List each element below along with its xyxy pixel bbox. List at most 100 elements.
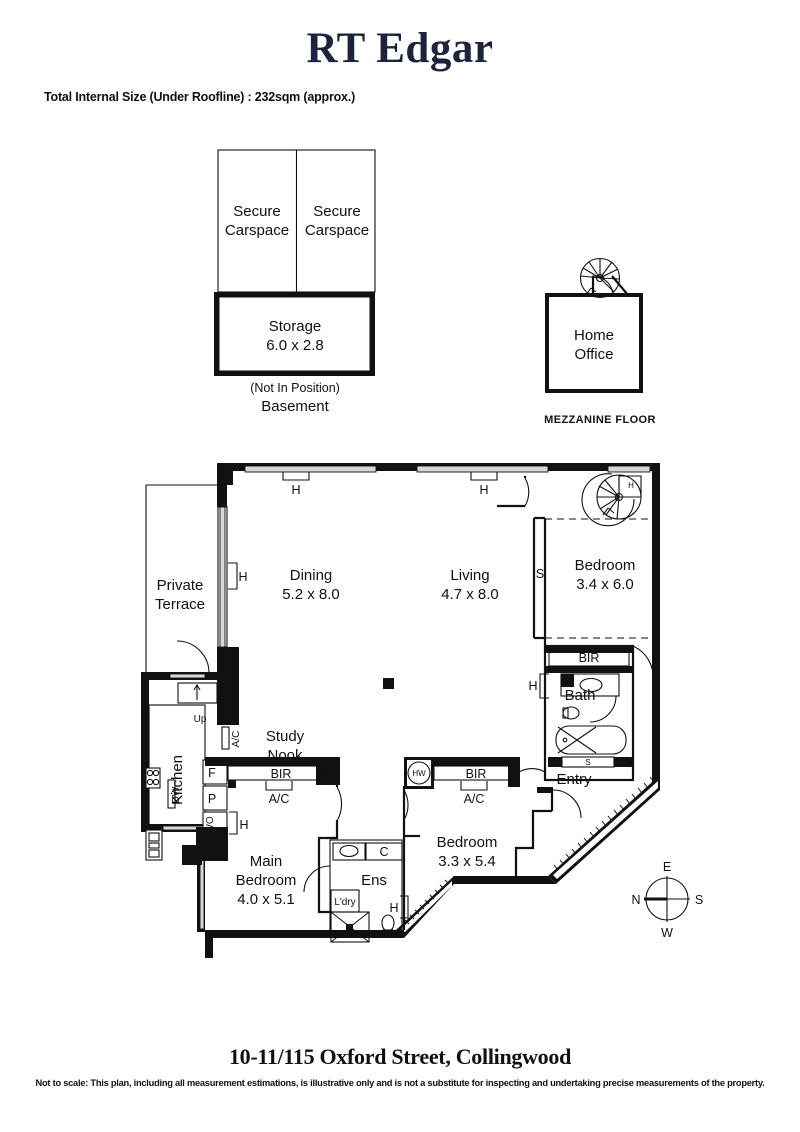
- spiral-staircase-mezzanine: [579, 257, 621, 299]
- wall-bottom: [205, 930, 404, 938]
- shower-drain: [346, 924, 353, 930]
- window-top-left: [244, 465, 377, 473]
- window-marker-bath: H: [528, 673, 549, 699]
- ac-label: A/C: [464, 792, 485, 806]
- entry-door-jamb: [537, 787, 553, 793]
- main-floor-plan: H H: [141, 463, 660, 958]
- window-h-label: H: [389, 901, 398, 915]
- hot-water-label: HW: [412, 769, 426, 778]
- disclaimer-text: Not to scale: This plan, including all m…: [35, 1078, 765, 1088]
- ensuite-label: Ens: [361, 872, 387, 889]
- terrace-label-line2: Terrace: [155, 596, 205, 613]
- home-office-inner: [549, 297, 639, 389]
- mezzanine-plan: Home Office MEZZANINE FLOOR: [544, 257, 656, 426]
- stair-up-arrow-head: [193, 683, 201, 691]
- home-office-label-line1: Home: [574, 327, 614, 344]
- wall-entry-alcove: [514, 809, 552, 880]
- bath-corridor-door-swing: [632, 645, 654, 681]
- window-h-label: H: [239, 818, 248, 832]
- terrace-label-line1: Private: [157, 577, 204, 594]
- stair-up-box: [177, 682, 218, 704]
- window-marker-terrace: H: [228, 562, 248, 590]
- cupboard-label: C: [379, 845, 388, 859]
- dishwasher: [167, 779, 176, 809]
- ac-label: A/C: [269, 792, 290, 806]
- kitchen-wall-return: [182, 845, 202, 865]
- terrace-door-swing: [176, 640, 210, 674]
- bath-basin: [579, 677, 603, 693]
- wall-right-diagonal: [548, 775, 660, 884]
- bedroom2-area: Bedroom 3.3 x 5.4 HW BIR A/C: [402, 757, 520, 930]
- living-corridor-door-swing: [524, 477, 530, 507]
- home-office-top-wall-left: [545, 293, 593, 297]
- page-title: RT Edgar: [306, 25, 494, 72]
- hot-water-unit: [407, 761, 431, 785]
- bedroom2-door-swing: [403, 789, 409, 821]
- window-marker-top-right: H: [470, 472, 498, 497]
- basement-floor-label: Basement: [261, 398, 329, 415]
- bath-bir-wall-bottom: [545, 666, 633, 673]
- study-bir: [227, 765, 325, 781]
- carspace-left-label-line1: Secure: [233, 203, 281, 220]
- wall-terrace-dining-top: [217, 485, 227, 507]
- storage-label: Storage: [269, 318, 322, 335]
- study-nook-area: Study Nook BIR A/C: [227, 728, 343, 822]
- bedroom1-wall-stubs: [534, 516, 545, 640]
- dishwasher-label: DW: [171, 786, 182, 803]
- stair-up-label: Up: [194, 714, 207, 725]
- shelf-s-label: S: [585, 758, 590, 767]
- bir-study-label: BIR: [271, 767, 292, 781]
- oven-unit: [145, 829, 163, 861]
- wall-left-kitchen: [141, 678, 149, 830]
- kitchen-area: DW Kitchen F P WO H: [145, 704, 249, 865]
- kitchen-wall-top: [205, 757, 235, 766]
- window-h-label: H: [479, 483, 488, 497]
- living-dimensions: 4.7 x 8.0: [441, 586, 499, 603]
- wall-oven-label: WO: [205, 816, 216, 833]
- bath-area: BIR Bath S: [518, 644, 654, 782]
- main-bedroom-east-wall: [317, 820, 339, 914]
- ensuite-outline: [329, 839, 403, 933]
- compass-label-right: S: [695, 893, 703, 907]
- bedroom1-area: S Bedroom 3.4 x 6.0: [532, 516, 652, 645]
- sliding-door-s-label: S: [536, 567, 544, 581]
- dining-label: Dining: [290, 567, 333, 584]
- pantry-unit: [202, 785, 228, 811]
- basement-position-note: (Not In Position): [250, 381, 340, 395]
- storage-dimensions: 6.0 x 2.8: [266, 337, 324, 354]
- dining-dimensions: 5.2 x 8.0: [282, 586, 340, 603]
- study-wall-top: [235, 757, 300, 766]
- compass-label-top: E: [663, 860, 671, 874]
- wall-right: [652, 463, 660, 785]
- bathtub: [555, 725, 627, 755]
- cooktop: [145, 767, 161, 789]
- ensuite-toilet: [381, 914, 395, 932]
- window-marker-top-left: H: [282, 472, 310, 497]
- home-office-top-wall-right: [615, 293, 643, 297]
- bedroom2-dimensions: 3.3 x 5.4: [438, 853, 496, 870]
- pantry-label: P: [208, 792, 216, 806]
- glass-terrace-dining: [219, 506, 226, 648]
- carspace-left-label-line2: Carspace: [225, 222, 289, 239]
- ensuite-basin: [339, 844, 359, 858]
- wall-bottom-entry: [454, 876, 516, 884]
- mezzanine-floor-label: MEZZANINE FLOOR: [544, 414, 656, 426]
- bir-bedroom2-label: BIR: [466, 767, 487, 781]
- window-marker-kitchen: H: [229, 811, 249, 835]
- study-nook-label-line1: Study: [266, 728, 305, 745]
- main-bedroom-label-line2: Bedroom: [236, 872, 297, 889]
- window-h-label: H: [291, 483, 300, 497]
- stair-h-label: H: [628, 481, 634, 490]
- total-internal-size-note: Total Internal Size (Under Roofline) : 2…: [44, 90, 356, 104]
- window-top-right: [416, 465, 549, 473]
- compass-rose: E N S W: [631, 860, 703, 940]
- ensuite-door-swing: [303, 865, 331, 893]
- bath-door-swing: [589, 695, 617, 723]
- main-bedroom-label-line1: Main: [250, 853, 283, 870]
- main-bedroom-dimensions: 4.0 x 5.1: [237, 891, 295, 908]
- bedroom2-label: Bedroom: [437, 834, 498, 851]
- laundry-label: L'dry: [334, 897, 355, 908]
- window-marker-ensuite: H: [389, 895, 409, 919]
